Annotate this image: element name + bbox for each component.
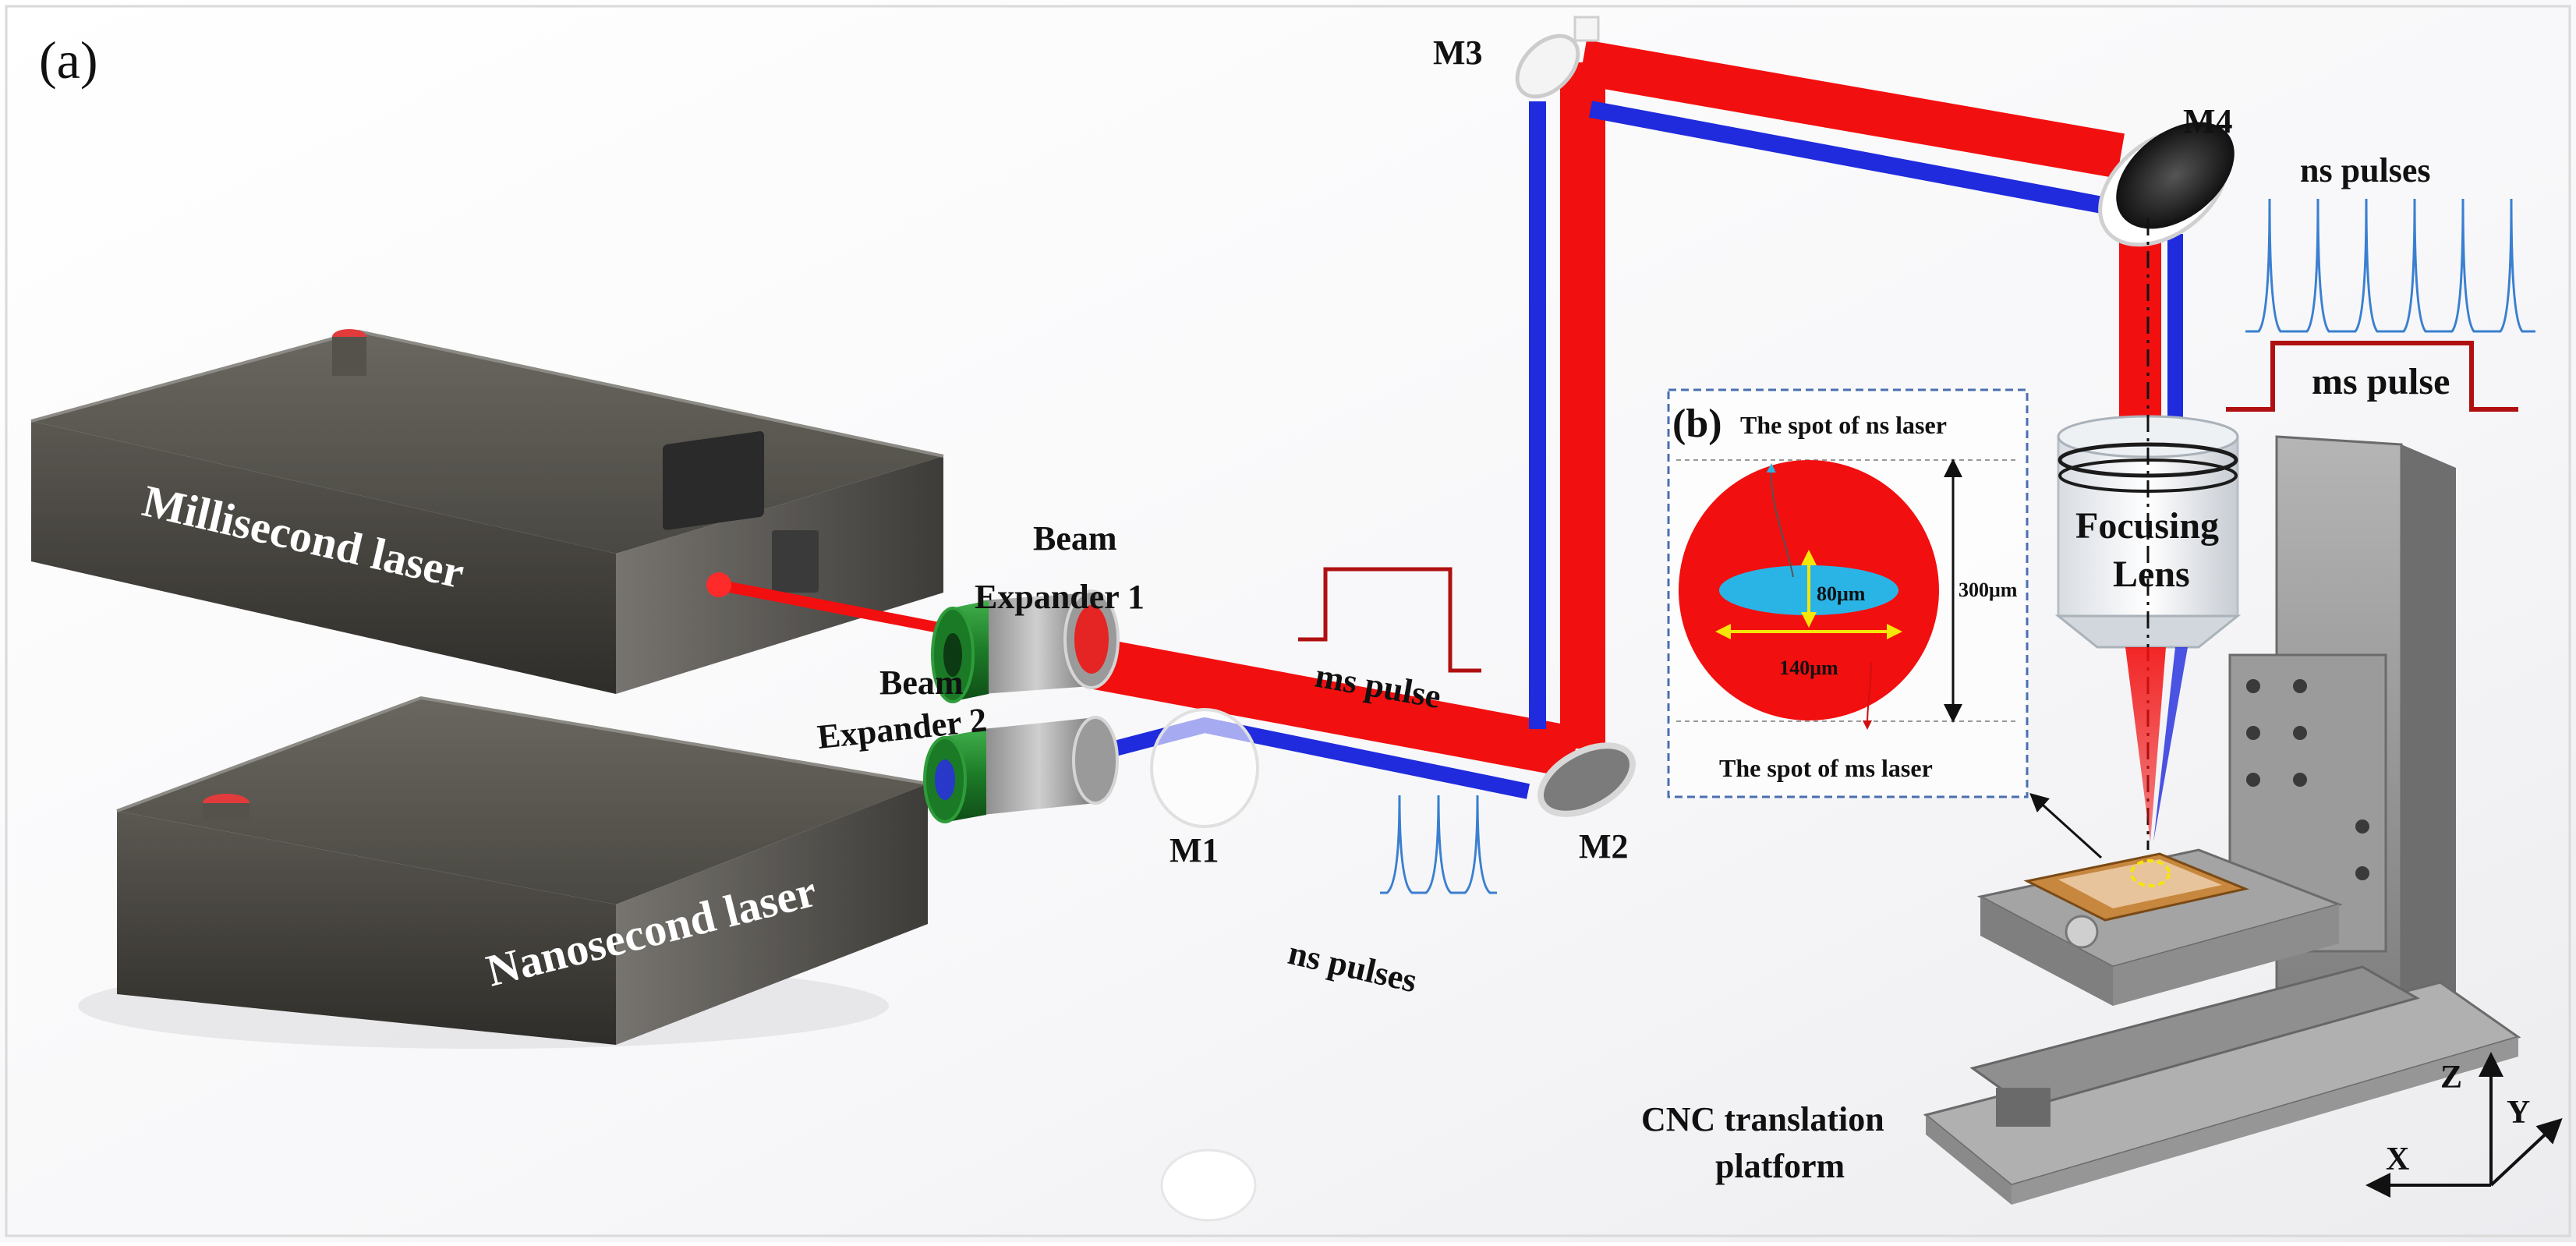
expander1-label-line2: Expander 1 [975,578,1145,616]
mirror-m4 [2098,122,2235,247]
ns-pulse-waveform-right [2245,198,2535,333]
axis-y-label: Y [2507,1095,2530,1131]
ms-pulse-label-right: ms pulse [2312,361,2450,402]
panel-b-label: (b) [1672,402,1722,446]
inset-pointer-arrow [2029,792,2103,859]
nanosecond-laser-unit [116,696,929,1045]
m1-label: M1 [1169,831,1219,869]
figure-frame [5,5,2571,1237]
ms-spot-label: The spot of ms laser [1719,754,1933,782]
beam-expander-2 [923,716,1119,823]
ms-pulse-waveform-right [2226,341,2518,412]
ns-pulse-waveform-mid [1380,795,1497,894]
beam-expander-1 [931,589,1120,703]
m2-label: M2 [1579,827,1629,865]
millisecond-laser-unit [30,329,944,694]
ns-focus-cone [2153,647,2188,842]
ms-pulse-waveform-mid [1298,567,1481,673]
ns-spot-label: The spot of ns laser [1740,411,1947,439]
expander1-label-line1: Beam [1033,519,1117,558]
cnc-platform [1923,435,2521,1205]
focusing-label-line2: Lens [2113,554,2190,595]
expander2-label-line1: Beam [879,664,964,702]
m4-label: M4 [2183,102,2233,140]
inset-spot-diagram [1667,388,2029,798]
cnc-label-line1: CNC translation [1641,1100,1884,1138]
m3-label: M3 [1433,34,1483,72]
axis-z-label: Z [2440,1060,2462,1096]
m1-reflection [1160,1149,1257,1222]
dim-140-label: 140μm [1779,657,1838,679]
axis-x-label: X [2386,1142,2409,1177]
dim-80-label: 80μm [1817,582,1866,605]
panel-a-label: (a) [39,30,97,90]
mirror-m2 [1537,742,1636,817]
mirror-m1 [1150,708,1259,828]
axis-triad [2365,1052,2563,1198]
mirror-m3 [1515,16,1600,99]
dim-300-label: 300μm [1959,579,2018,601]
ms-focus-cone [2125,647,2166,842]
cnc-label-line2: platform [1715,1147,1845,1185]
ns-pulses-label-right: ns pulses [2300,151,2431,189]
focusing-label-line1: Focusing [2075,505,2219,547]
